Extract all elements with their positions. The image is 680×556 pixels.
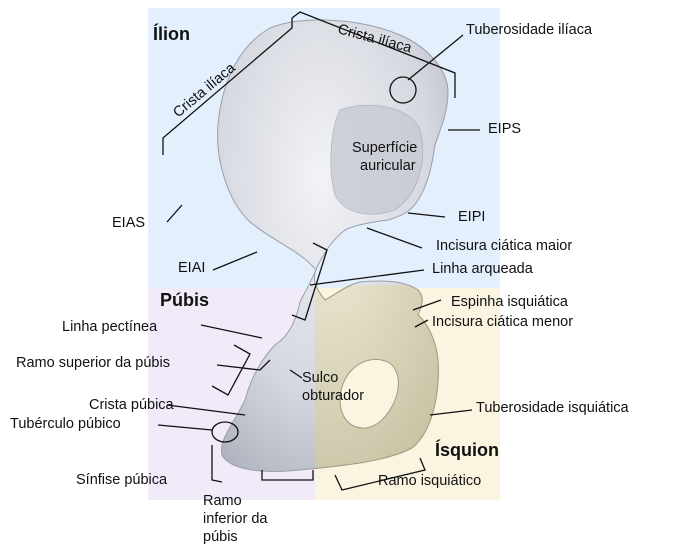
label-superficie-auricular-line1: Superfície — [352, 140, 417, 157]
label-ramo-inferior-line1: Ramo — [203, 493, 242, 510]
label-crista-pubica: Crista púbica — [89, 397, 174, 414]
label-incisura-ciatica-menor: Incisura ciática menor — [432, 314, 573, 331]
label-ramo-inferior-line2: inferior da — [203, 511, 267, 528]
label-ramo-inferior-line3: púbis — [203, 529, 238, 546]
label-superficie-auricular-line2: auricular — [360, 158, 416, 175]
label-eias: EIAS — [112, 215, 145, 232]
label-eips: EIPS — [488, 121, 521, 138]
label-tuberosidade-iliaca: Tuberosidade ilíaca — [466, 22, 592, 39]
label-tuberculo-pubico: Tubérculo púbico — [10, 416, 121, 433]
label-ramo-superior-pubis: Ramo superior da púbis — [16, 355, 170, 372]
label-incisura-ciatica-maior: Incisura ciática maior — [436, 238, 572, 255]
label-espinha-isquiatica: Espinha isquiática — [451, 294, 568, 311]
label-sinfise-pubica: Sínfise púbica — [76, 472, 167, 489]
label-sulco-obturador-line2: obturador — [302, 388, 364, 405]
region-title-pubis: Púbis — [160, 290, 209, 311]
label-eiai: EIAI — [178, 260, 205, 277]
region-title-isquion: Ísquion — [435, 440, 499, 461]
label-tuberosidade-isquiatica: Tuberosidade isquiática — [476, 400, 629, 417]
region-title-ilion: Ílion — [153, 24, 190, 45]
label-linha-pectinea: Linha pectínea — [62, 319, 157, 336]
label-eipi: EIPI — [458, 209, 485, 226]
label-ramo-isquiatico: Ramo isquiático — [378, 473, 481, 490]
label-linha-arqueada: Linha arqueada — [432, 261, 533, 278]
label-sulco-obturador-line1: Sulco — [302, 370, 338, 387]
